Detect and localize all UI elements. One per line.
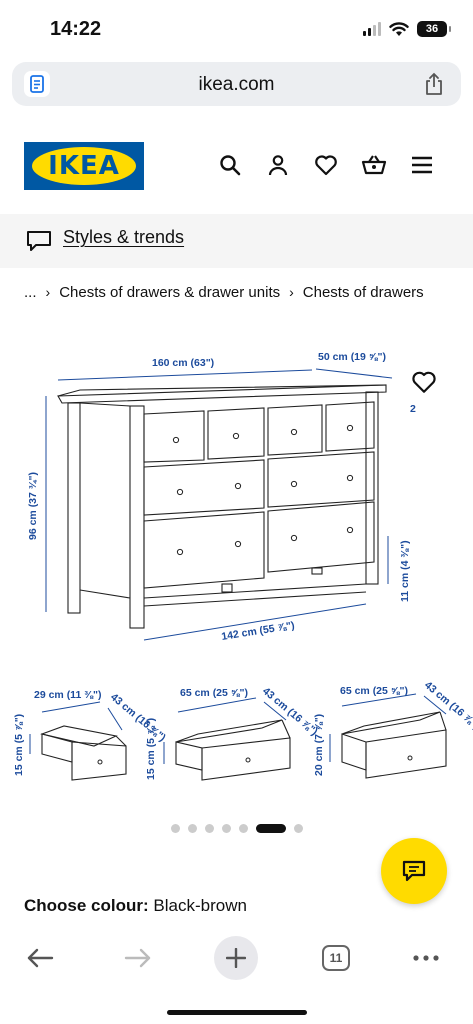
new-tab-button[interactable] — [214, 936, 258, 980]
drawer3-width: 65 cm (25 ⅝") — [340, 685, 408, 697]
plus-icon — [226, 948, 246, 968]
home-indicator — [167, 1010, 307, 1015]
drawer1-height: 15 cm (5 ⅞") — [13, 714, 25, 776]
search-icon[interactable] — [217, 152, 243, 178]
cellular-signal-icon — [363, 22, 381, 36]
status-icons: 36 — [363, 21, 451, 37]
carousel-dot[interactable] — [238, 824, 248, 833]
dresser-left-leg — [67, 402, 81, 614]
breadcrumb-chests-units[interactable]: Chests of drawers & drawer units — [59, 284, 281, 301]
dresser-right-leg — [365, 391, 379, 585]
drawer3-depth: 43 cm (16 ⅞") — [422, 679, 473, 732]
dim-inner-width: 142 cm (55 ⅞") — [221, 620, 296, 643]
colour-value: Black-brown — [153, 896, 247, 915]
share-icon[interactable] — [423, 72, 445, 96]
dim-top-width: 160 cm (63") — [152, 357, 214, 369]
breadcrumb-chests-of-drawers[interactable]: Chests of drawers — [302, 284, 424, 301]
battery-icon: 36 — [417, 21, 451, 37]
breadcrumb-separator: › — [45, 284, 51, 300]
carousel-dot-active[interactable] — [255, 824, 286, 833]
browser-toolbar: 11 — [0, 924, 473, 1024]
status-bar: 14:22 36 — [0, 0, 473, 56]
breadcrumb-separator: › — [289, 284, 294, 300]
tab-count: 11 — [322, 945, 350, 971]
add-to-favourites-icon[interactable] — [411, 370, 437, 399]
colour-label: Choose colour: — [24, 896, 149, 915]
address-bar[interactable]: ikea.com — [12, 62, 461, 106]
url-domain[interactable]: ikea.com — [198, 74, 275, 95]
breadcrumb: ... › Chests of drawers & drawer units ›… — [24, 284, 424, 301]
more-options-button[interactable] — [404, 936, 448, 980]
dim-side-edge: 2 — [410, 403, 416, 415]
back-button[interactable] — [18, 936, 62, 980]
chat-icon — [402, 860, 426, 882]
drawer2-width: 65 cm (25 ⅝") — [180, 687, 248, 699]
carousel-dot[interactable] — [170, 824, 180, 833]
account-icon[interactable] — [265, 152, 291, 178]
dim-height: 96 cm (37 ¾") — [27, 472, 39, 540]
ellipsis-icon — [413, 955, 439, 961]
image-carousel-indicator[interactable] — [0, 824, 473, 833]
dim-leg-height: 11 cm (4 ⅜") — [399, 540, 411, 602]
dresser-top — [57, 384, 387, 404]
header-actions — [217, 152, 435, 178]
colour-selector[interactable]: Choose colour: Black-brown — [24, 896, 247, 916]
menu-hamburger-icon[interactable] — [409, 152, 435, 178]
drawer2-height: 15 cm (5 ⅞") — [145, 718, 157, 780]
basket-icon[interactable] — [361, 152, 387, 178]
speech-bubble-icon — [27, 231, 51, 251]
page-menu-icon[interactable] — [24, 71, 50, 97]
site-header: IKEA — [0, 128, 473, 208]
carousel-dot[interactable] — [221, 824, 231, 833]
breadcrumb-ellipsis[interactable]: ... — [24, 284, 37, 301]
logo-text: IKEA — [48, 151, 120, 181]
tabs-button[interactable]: 11 — [314, 936, 358, 980]
wifi-icon — [389, 21, 409, 36]
arrow-right-icon — [124, 948, 151, 968]
favourites-heart-icon[interactable] — [313, 152, 339, 178]
product-dimension-image[interactable]: 160 cm (63") 50 cm (19 ⅝") 2 96 cm (37 ¾… — [0, 336, 473, 806]
drawer2-depth: 43 cm (16 ⅞") — [260, 685, 320, 738]
clock: 14:22 — [50, 18, 102, 40]
dim-depth: 50 cm (19 ⅝") — [318, 351, 386, 363]
styles-trends-bar: Styles & trends — [0, 214, 473, 268]
arrow-left-icon — [27, 948, 54, 968]
ikea-logo[interactable]: IKEA — [24, 142, 144, 190]
carousel-dot[interactable] — [187, 824, 197, 833]
styles-trends-link[interactable]: Styles & trends — [63, 227, 185, 247]
forward-button[interactable] — [116, 936, 160, 980]
carousel-dot[interactable] — [293, 824, 303, 833]
carousel-dot[interactable] — [204, 824, 214, 833]
drawer1-width: 29 cm (11 ⅜") — [34, 689, 101, 701]
drawer3-height: 20 cm (7 ⅞") — [313, 714, 325, 776]
dresser-front-left-leg — [129, 405, 145, 629]
chat-support-button[interactable] — [381, 838, 447, 904]
